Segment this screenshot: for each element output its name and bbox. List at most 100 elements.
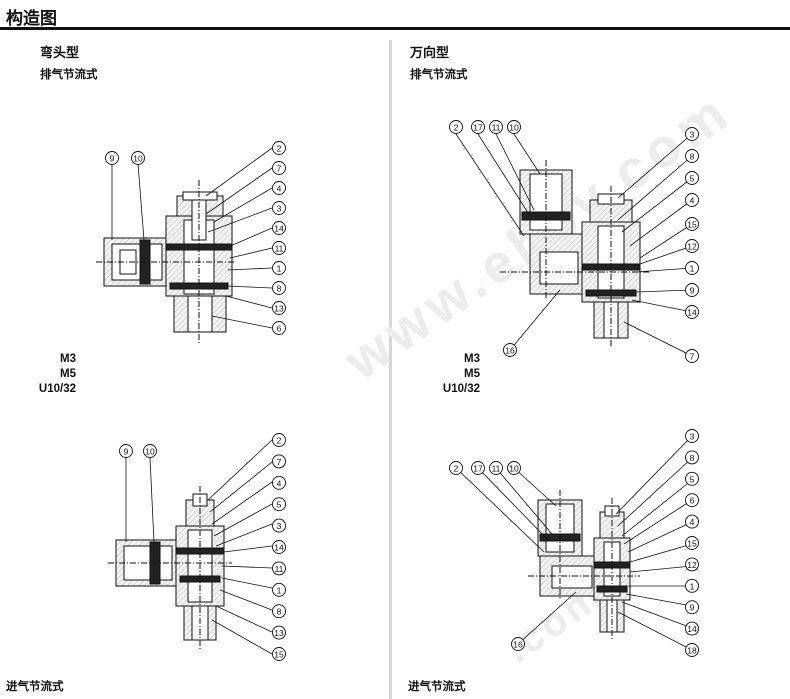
right-bottom-callout-3: 3	[685, 429, 699, 443]
svg-text:11: 11	[275, 244, 284, 254]
right-top-callout-5: 5	[685, 171, 699, 185]
right-bottom-callout-4: 4	[685, 514, 699, 529]
diagram-right-bottom	[528, 490, 640, 640]
left-top-callout-8: 8	[272, 281, 286, 295]
right-bottom-mode: 进气节流式	[408, 681, 466, 693]
column-divider	[389, 40, 392, 699]
diagram-right-top	[500, 160, 650, 348]
right-top-callout-14: 14	[685, 305, 699, 319]
svg-text:3: 3	[277, 521, 282, 531]
svg-text:8: 8	[277, 284, 282, 294]
left-bottom-mode: 进气节流式	[6, 681, 64, 693]
svg-text:11: 11	[492, 123, 501, 133]
svg-text:8: 8	[690, 453, 695, 463]
svg-text:8: 8	[690, 152, 695, 162]
svg-text:1: 1	[277, 585, 282, 595]
right-bottom-callout-9: 9	[685, 600, 699, 615]
diagram-left-top	[96, 180, 236, 345]
svg-text:7: 7	[277, 164, 282, 174]
size-item: M3	[464, 353, 480, 365]
svg-text:11: 11	[275, 564, 284, 574]
left-bottom-callout-9: 9	[119, 444, 133, 458]
svg-text:10: 10	[133, 154, 143, 164]
svg-text:3: 3	[277, 204, 282, 214]
svg-text:15: 15	[687, 539, 697, 549]
svg-text:3: 3	[690, 130, 695, 140]
right-top-callout-9: 9	[685, 283, 699, 297]
svg-text:9: 9	[690, 286, 695, 296]
left-bottom-callout-4: 4	[272, 475, 286, 490]
right-top-callout-1: 1	[685, 261, 699, 275]
left-bottom-callout-1: 1	[272, 582, 286, 597]
svg-text:16: 16	[513, 640, 523, 650]
svg-text:10: 10	[509, 464, 519, 474]
left-sizes: M3 M5 U10/32	[30, 352, 76, 397]
right-bottom-callout-18: 18	[685, 643, 699, 657]
size-item: M5	[60, 368, 76, 380]
svg-text:18: 18	[687, 646, 697, 656]
svg-text:5: 5	[690, 474, 695, 484]
svg-text:2: 2	[454, 123, 459, 133]
right-top-callout-4: 4	[685, 193, 699, 207]
diagram-left-bottom	[108, 486, 232, 650]
svg-text:14: 14	[687, 624, 697, 634]
right-top-callout-16: 16	[503, 343, 517, 357]
svg-text:17: 17	[473, 464, 483, 474]
svg-text:4: 4	[277, 478, 282, 488]
svg-text:9: 9	[110, 154, 115, 164]
svg-text:2: 2	[277, 436, 282, 446]
left-bottom-callout-10: 10	[143, 444, 157, 458]
left-top-mode: 排气节流式	[40, 69, 98, 81]
svg-text:13: 13	[274, 628, 284, 638]
right-top-callout-10: 10	[507, 120, 521, 134]
svg-text:7: 7	[277, 457, 282, 467]
right-bottom-callout-12: 12	[685, 557, 699, 572]
title-rule	[0, 27, 790, 30]
left-top-callout-2: 2	[272, 141, 286, 155]
left-top-callout-6: 6	[272, 321, 286, 335]
right-sizes: M3 M5 U10/32	[430, 352, 480, 397]
right-bottom-callout-5: 5	[685, 471, 699, 486]
left-top-callout-11: 11	[272, 241, 286, 255]
right-top-callout-15: 15	[685, 217, 699, 231]
svg-text:1: 1	[277, 264, 282, 274]
svg-text:17: 17	[473, 123, 483, 133]
left-top-callout-1: 1	[272, 261, 286, 275]
svg-text:11: 11	[492, 464, 501, 474]
right-bottom-callout-10: 10	[507, 461, 521, 475]
left-bottom-callout-5: 5	[272, 497, 286, 512]
right-top-callout-8: 8	[685, 149, 699, 163]
svg-text:10: 10	[145, 447, 155, 457]
svg-text:14: 14	[274, 224, 284, 234]
svg-text:1: 1	[690, 264, 695, 274]
right-bottom-callout-2: 2	[449, 461, 463, 475]
svg-text:5: 5	[690, 174, 695, 184]
svg-text:15: 15	[687, 220, 697, 230]
svg-text:8: 8	[277, 607, 282, 617]
right-bottom-callout-11: 11	[489, 461, 503, 475]
svg-text:4: 4	[690, 517, 695, 527]
size-item: U10/32	[442, 383, 480, 395]
right-top-callout-17: 17	[471, 120, 485, 134]
size-item: U10/32	[38, 383, 76, 395]
right-bottom-callout-17: 17	[471, 461, 485, 475]
page-title: 构造图	[6, 9, 57, 28]
svg-text:13: 13	[274, 304, 284, 314]
right-top-callout-7: 7	[685, 349, 699, 363]
svg-text:14: 14	[687, 308, 697, 318]
size-item: M5	[464, 368, 480, 380]
left-bottom-callout-11: 11	[272, 561, 286, 576]
leader-lines	[111, 133, 693, 655]
left-bottom-callout-7: 7	[272, 454, 286, 469]
right-top-callout-11: 11	[489, 120, 503, 134]
left-type-label: 弯头型	[40, 45, 80, 60]
left-bottom-callout-8: 8	[272, 604, 286, 619]
svg-text:7: 7	[690, 352, 695, 362]
svg-text:15: 15	[274, 650, 284, 660]
right-top-callout-12: 12	[685, 239, 699, 253]
right-type-label: 万向型	[410, 45, 450, 60]
left-top-callout-14: 14	[272, 221, 286, 235]
left-bottom-callout-15: 15	[272, 647, 286, 661]
svg-text:6: 6	[690, 496, 695, 506]
